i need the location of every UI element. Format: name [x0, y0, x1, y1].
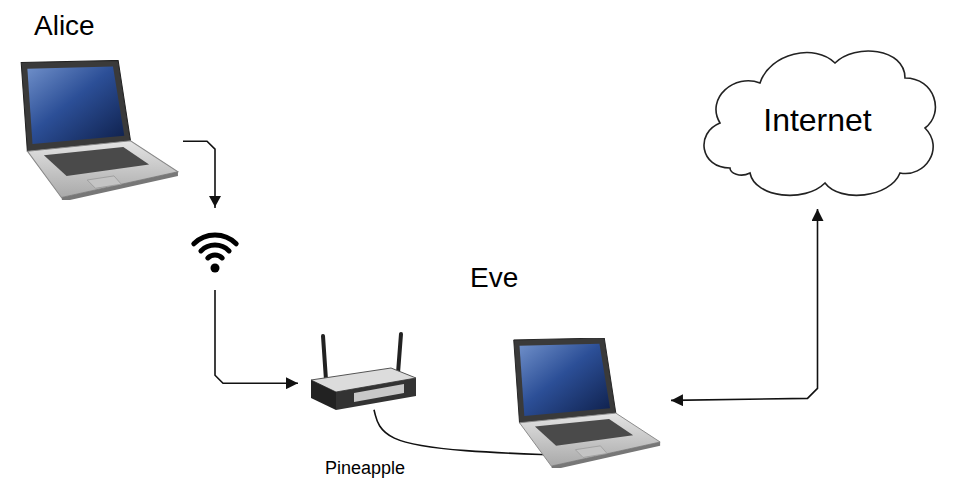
- laptop-node: Alice: [12, 10, 190, 202]
- router-icon: [296, 330, 426, 425]
- node-label: Pineapple: [296, 458, 434, 479]
- laptop-node: Eve: [466, 262, 676, 472]
- router-node: Pineapple: [296, 330, 434, 490]
- node-label: Internet: [763, 102, 872, 139]
- laptop-icon: [15, 60, 180, 200]
- cloud-node: Internet: [690, 38, 945, 203]
- node-label: Eve: [470, 262, 676, 294]
- connector: [183, 141, 298, 383]
- connector: [671, 209, 818, 400]
- node-label: Alice: [34, 10, 190, 42]
- laptop-icon: [505, 338, 665, 468]
- wifi-symbol: [190, 195, 240, 295]
